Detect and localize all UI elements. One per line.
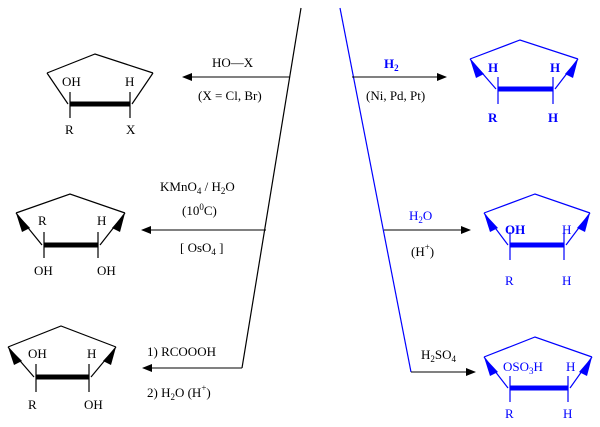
label-h-top-left: H	[488, 60, 498, 75]
h2o-condition: (H+)	[411, 242, 434, 259]
molecule-sulfate: OSO3H H R H	[483, 336, 593, 421]
label-oso3h: OSO3H	[503, 359, 543, 376]
h2-reagent: H2	[384, 56, 399, 73]
label-r: R	[38, 213, 47, 228]
label-oh: OH	[505, 222, 525, 237]
label-r: R	[28, 397, 37, 412]
molecule-halohydrin: OH H R X	[46, 53, 154, 137]
h2-condition: (Ni, Pd, Pt)	[366, 88, 425, 103]
label-r: R	[505, 273, 514, 288]
hox-condition: (X = Cl, Br)	[198, 88, 262, 103]
peracid-step1: 1) RCOOOH	[147, 344, 216, 359]
kmno4-line2: (100C)	[182, 202, 217, 218]
label-h: H	[87, 346, 96, 361]
divider-blue	[339, 7, 412, 373]
label-h: H	[125, 74, 134, 89]
molecule-trans-diol: OH H R OH	[7, 325, 117, 412]
label-r: R	[65, 122, 74, 137]
label-h-top-right: H	[550, 60, 560, 75]
peracid-step2: 2) H2O (H+)	[147, 383, 211, 402]
label-h-bottom: H	[562, 273, 571, 288]
label-h-top: H	[566, 359, 575, 374]
hox-reagent: HO—X	[212, 55, 254, 70]
kmno4-line1: KMnO4 / H2O	[160, 179, 235, 196]
label-oh-top: OH	[28, 346, 47, 361]
label-oh-bottom: OH	[84, 397, 103, 412]
h2so4-reagent: H2SO4	[421, 347, 457, 364]
molecule-alcohol: OH H R H	[483, 193, 591, 288]
label-x: X	[126, 122, 136, 137]
kmno4-line3: [ OsO4 ]	[180, 240, 224, 257]
molecule-alkane: H H R H	[469, 39, 579, 125]
label-h-top: H	[562, 222, 571, 237]
label-oh-left: OH	[34, 263, 53, 278]
divider-black	[241, 7, 302, 369]
h2o-reagent: H2O	[409, 208, 432, 225]
label-h-bottom: H	[563, 406, 572, 421]
label-r: R	[488, 110, 498, 125]
molecule-cis-diol: R H OH OH	[15, 193, 126, 278]
label-h-bottom: H	[548, 110, 558, 125]
label-h: H	[97, 213, 106, 228]
label-r: R	[505, 406, 514, 421]
label-oh-right: OH	[97, 263, 116, 278]
label-oh: OH	[62, 74, 81, 89]
